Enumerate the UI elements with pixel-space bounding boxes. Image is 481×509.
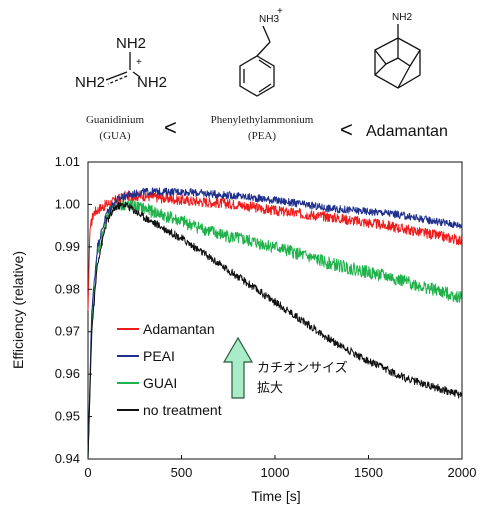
x-tick-label: 0 <box>84 465 91 480</box>
pea-double-3 <box>258 83 272 93</box>
x-tick-label: 2000 <box>448 465 477 480</box>
up-arrow-icon <box>222 336 254 399</box>
legend-label-adamantan: Adamantan <box>143 321 215 337</box>
guanidinium-bond-left-dashed <box>107 75 128 85</box>
series-line-no-treatment <box>87 201 463 460</box>
pea-label: Phenylethylammonium <box>211 114 314 126</box>
y-tick-label: 0.98 <box>55 281 80 296</box>
y-tick-label: 1.00 <box>55 196 80 211</box>
guanidinium-bond-left <box>105 71 128 81</box>
less-than-1: < <box>164 115 177 140</box>
legend-label-no-treatment: no treatment <box>143 402 222 418</box>
x-axis-label: Time [s] <box>251 488 300 504</box>
series-line-peai <box>87 187 463 460</box>
chart: 0.94 0.95 0.96 0.97 0.98 0.99 1.00 1.01 0 500 100… <box>10 154 476 504</box>
less-than-2: < <box>340 117 353 142</box>
guanidinium-nh2-top: NH2 <box>116 35 146 52</box>
guanidinium-bond-right <box>132 71 141 78</box>
pea-abbr: (PEA) <box>248 130 276 142</box>
pea-double-2 <box>258 59 272 69</box>
cation-size-annotation: カチオンサイズ 拡大 <box>222 336 348 399</box>
molecule-adamantan: NH2 Adamantan <box>366 12 448 140</box>
adamantan-cage-inner-2 <box>374 49 399 65</box>
series-line-adamantan <box>87 190 463 311</box>
pea-nh3: NH3 <box>259 14 279 25</box>
x-tick-label: 1500 <box>354 465 383 480</box>
guanidinium-charge: + <box>136 57 142 68</box>
adamantan-cage-inner-3 <box>374 63 387 76</box>
adamantan-cage-inner-4 <box>409 49 421 67</box>
guanidinium-nh2-left: NH2 <box>75 74 105 91</box>
adamantan-cage-inner-1 <box>397 38 411 89</box>
x-tick-label: 1000 <box>261 465 290 480</box>
guanidinium-abbr: (GUA) <box>99 130 130 142</box>
molecule-guanidinium: NH2 NH2 NH2 + Guanidinium (GUA) <box>75 35 167 142</box>
x-tick-label: 500 <box>171 465 193 480</box>
legend-label-peai: PEAI <box>143 348 175 364</box>
y-axis-label: Efficiency (relative) <box>10 251 26 369</box>
adamantan-label: Adamantan <box>366 123 448 140</box>
legend-label-guai: GUAI <box>143 375 177 391</box>
x-tick-labels: 0 500 1000 1500 2000 <box>84 455 476 480</box>
pea-bond-1 <box>262 25 271 43</box>
y-tick-label: 0.96 <box>55 366 80 381</box>
guanidinium-label: Guanidinium <box>86 114 144 126</box>
y-tick-label: 0.95 <box>55 409 80 424</box>
annotation-line-1: カチオンサイズ <box>257 360 348 376</box>
annotation-line-2: 拡大 <box>257 381 283 396</box>
series-line-guai <box>87 198 463 460</box>
y-tick-label: 0.94 <box>55 451 80 466</box>
pea-charge: + <box>277 6 283 17</box>
y-tick-label: 1.01 <box>55 154 80 169</box>
molecule-pea: NH3 + Phenylethylammonium (PEA) <box>211 6 314 142</box>
y-tick-label: 0.99 <box>55 239 80 254</box>
legend: Adamantan PEAI GUAI no treatment <box>117 321 222 418</box>
y-tick-labels: 0.94 0.95 0.96 0.97 0.98 0.99 1.00 1.01 <box>55 154 92 466</box>
pea-benzene-ring <box>239 55 275 97</box>
guanidinium-nh2-right: NH2 <box>137 74 167 91</box>
adamantan-nh2: NH2 <box>392 12 412 23</box>
pea-bond-2 <box>256 41 271 57</box>
series-layer <box>87 187 463 460</box>
y-tick-label: 0.97 <box>55 324 80 339</box>
